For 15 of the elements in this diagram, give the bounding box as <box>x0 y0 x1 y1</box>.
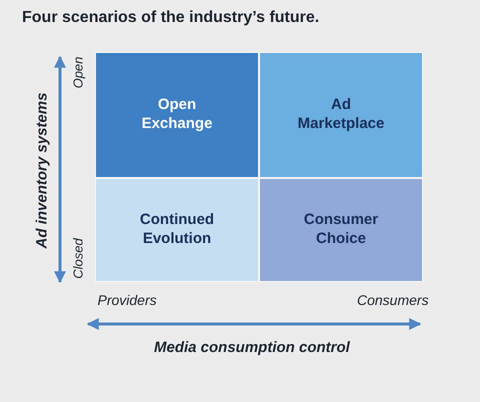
quadrant-box <box>95 178 259 282</box>
quadrant-label: Consumer Choice <box>302 211 380 249</box>
quadrant-label: Open Exchange <box>140 96 214 134</box>
quadrant-box <box>95 52 259 178</box>
quadrant-box <box>259 52 423 178</box>
axis-label: Open <box>70 56 86 88</box>
axis-label: Consumers <box>357 292 429 308</box>
quadrant-label: Ad Marketplace <box>296 96 386 134</box>
axis-label: Media consumption control <box>154 338 350 356</box>
axis-label: Providers <box>98 292 157 308</box>
quadrant-box <box>259 178 423 282</box>
title: Four scenarios of the industry’s future. <box>22 9 320 27</box>
axis-label: Ad inventory systems <box>33 92 50 248</box>
quadrant-label: Continued Evolution <box>138 211 216 249</box>
axis-label: Closed <box>70 238 86 278</box>
